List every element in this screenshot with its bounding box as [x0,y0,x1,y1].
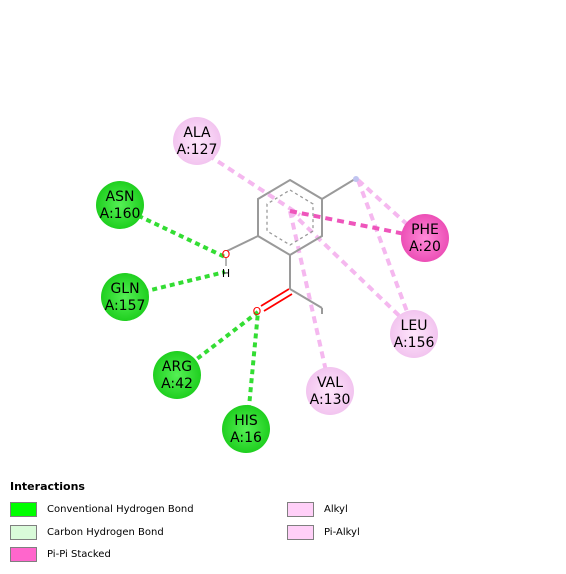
pipi-line-phe20 [289,209,421,239]
carbonyl-double-bond-b [263,293,293,312]
residue-phe20-circle [401,214,449,262]
residue-val130-name: VAL [317,375,343,391]
residue-phe20: PHE A:20 [401,214,449,262]
interaction-diagram: O H O ALA A:127 ASN A:160 GLN A:157 ARG … [96,117,449,453]
legend-swatch-alkyl [287,501,314,517]
hydroxyl-hydrogen: H [222,267,230,280]
residue-his16-name: HIS [234,413,258,429]
legend-swatch-carbon-hbond [10,524,37,540]
legend-item-carbon-hbond: Carbon Hydrogen Bond [10,523,164,541]
legend-item-conventional-hbond: Conventional Hydrogen Bond [10,500,194,518]
residue-arg42-id: A:42 [161,376,193,392]
residue-his16-id: A:16 [230,430,262,446]
legend-title: Interactions [10,480,85,493]
residue-his16: HIS A:16 [222,405,270,453]
legend-label-alkyl: Alkyl [324,503,348,515]
hydroxyl-oxygen: O [222,248,231,261]
legend-item-pi-alkyl: Pi-Alkyl [287,523,360,541]
methyl-bond [321,178,356,200]
legend-item-alkyl: Alkyl [287,500,348,518]
residue-ala127-name: ALA [183,125,211,141]
residue-gln157-name: GLN [110,281,139,297]
residue-arg42-circle [153,351,201,399]
legend-swatch-pipi-stacked [10,546,37,562]
legend-label-pipi-stacked: Pi-Pi Stacked [47,548,111,560]
alkyl-line-phe20-methyl [356,178,422,238]
legend-swatch-conventional-hbond [10,501,37,517]
residue-phe20-id: A:20 [409,239,441,255]
residue-asn160: ASN A:160 [96,181,144,229]
ligand-structure: O H O [222,176,359,318]
legend-label-carbon-hbond: Carbon Hydrogen Bond [47,526,164,538]
alkyl-line-leu156-ring [288,209,414,330]
aromatic-inner-ring [266,189,314,246]
legend-label-conventional-hbond: Conventional Hydrogen Bond [47,503,194,515]
residue-asn160-circle [96,181,144,229]
residue-leu156: LEU A:156 [390,310,438,358]
residue-leu156-circle [390,310,438,358]
residue-phe20-name: PHE [411,222,439,238]
legend-label-pi-alkyl: Pi-Alkyl [324,526,360,538]
alkyl-line-leu156-methyl [356,179,414,326]
residue-his16-circle [222,405,270,453]
acetyl-methyl-bond [289,288,323,309]
hbond-line-gln157 [125,270,226,298]
residue-ala127: ALA A:127 [173,117,221,165]
carbonyl-double-bond-a [260,288,290,307]
residue-gln157: GLN A:157 [101,273,149,321]
carbonyl-oxygen: O [253,305,262,318]
residue-gln157-circle [101,273,149,321]
residues: ALA A:127 ASN A:160 GLN A:157 ARG A:42 H… [96,117,449,453]
alkyl-line-ala127 [206,153,302,217]
residue-leu156-id: A:156 [394,335,435,351]
residue-leu156-name: LEU [401,318,428,334]
residue-gln157-id: A:157 [105,298,146,314]
residue-val130: VAL A:130 [306,367,354,415]
residue-arg42-name: ARG [162,359,192,375]
hydroxyl-bond [226,235,259,252]
methyl-carbon [353,176,359,182]
residue-val130-id: A:130 [310,392,351,408]
alkyl-line-val130 [288,210,330,381]
residue-ala127-id: A:127 [177,142,218,158]
residue-ala127-circle [173,117,221,165]
legend: Interactions Conventional Hydrogen Bond … [0,476,566,574]
legend-swatch-pi-alkyl [287,524,314,540]
legend-item-pipi-stacked: Pi-Pi Stacked [10,545,111,563]
residue-val130-circle [306,367,354,415]
residue-arg42: ARG A:42 [153,351,201,399]
residue-asn160-name: ASN [106,189,135,205]
residue-asn160-id: A:160 [100,206,141,222]
